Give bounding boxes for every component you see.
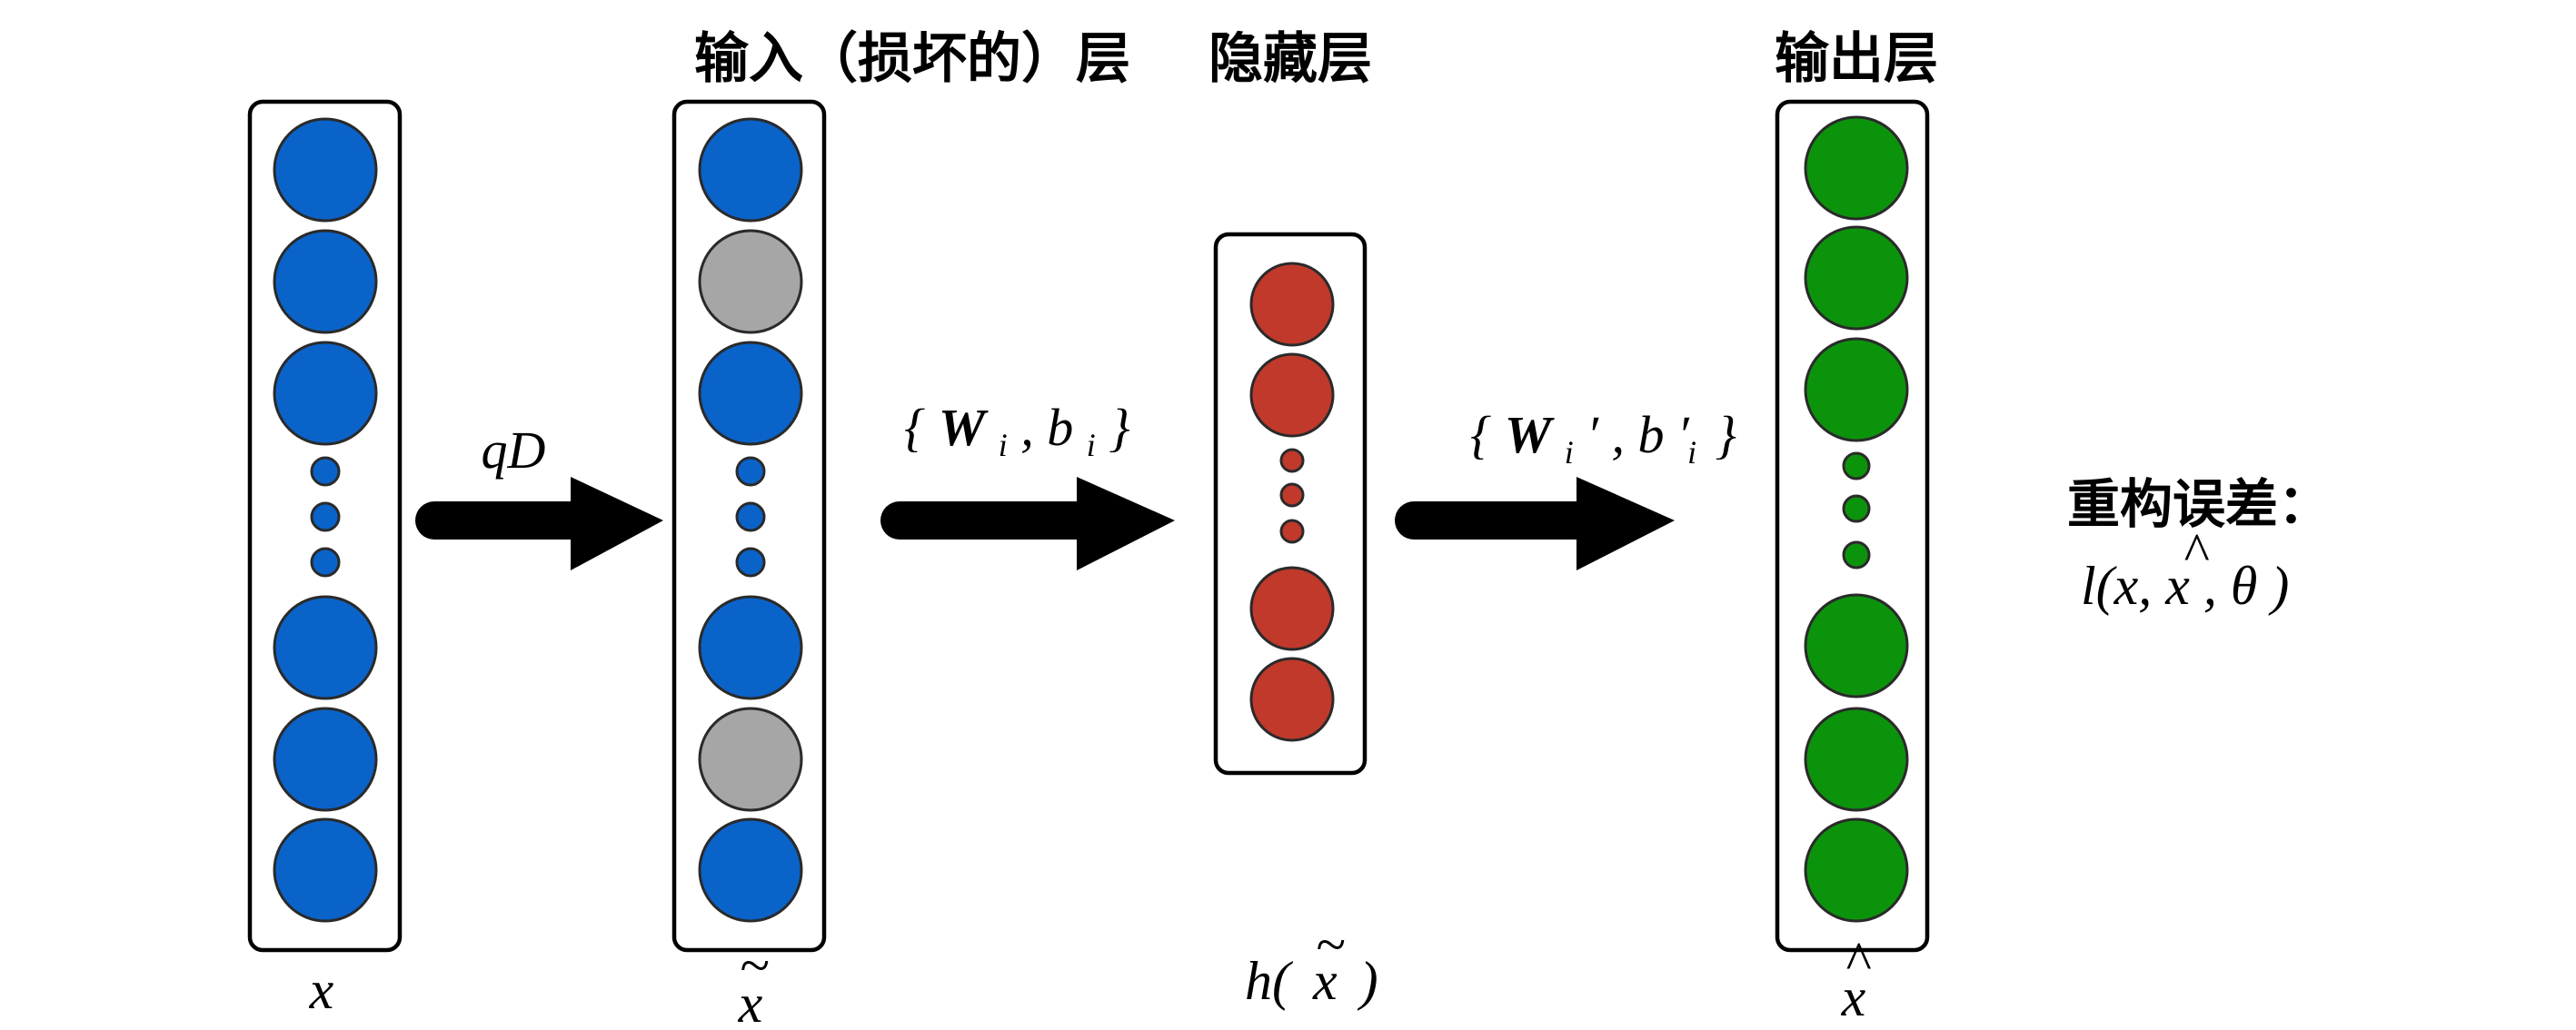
formula-suffix: , θ ) xyxy=(2203,556,2289,616)
output-ellipsis-dot xyxy=(1842,540,1871,569)
output-layer-label: x xyxy=(1841,967,1866,1027)
decoder-label-weight-subscript: i xyxy=(1565,434,1574,470)
hidden-red-node xyxy=(1249,262,1335,347)
input-ellipsis-dot xyxy=(310,501,341,532)
corrupted-input-blue-node xyxy=(698,117,803,223)
decoder-label-bias-subscript: i xyxy=(1687,434,1696,470)
input-ellipsis-dot xyxy=(310,456,341,487)
hidden-ellipsis-dot xyxy=(1279,519,1305,544)
decoder-arrow xyxy=(1395,477,1675,570)
input-ellipsis-dot xyxy=(310,547,341,578)
encoder-label-weight: W xyxy=(939,398,989,457)
corrupted-input-blue-node xyxy=(698,341,803,446)
corruption-arrow-label: qD xyxy=(482,421,546,480)
hidden-layer-nodes xyxy=(1249,262,1335,742)
input-layer-label: x xyxy=(309,960,334,1020)
decoder-arrow-label: { W i ′ , b ′ i } xyxy=(1470,405,1736,475)
corrupted-input-gray-node xyxy=(698,229,803,334)
input-blue-node xyxy=(273,707,378,812)
decoder-label-weight: W xyxy=(1505,405,1555,464)
hidden-ellipsis-dot xyxy=(1279,448,1305,473)
input-blue-node xyxy=(273,595,378,700)
decoder-label-weight-prime: ′ xyxy=(1586,405,1599,464)
hidden-label-prefix: h( xyxy=(1245,951,1294,1011)
formula-hat: ^ xyxy=(2183,522,2209,582)
corruption-label-text: qD xyxy=(482,421,546,480)
decoder-label-bias: b xyxy=(1637,405,1664,464)
formula-var: x xyxy=(2164,556,2190,616)
corrupted-input-blue-node xyxy=(698,817,803,923)
output-layer-nodes xyxy=(1804,115,1909,923)
hidden-label-tilde: ~ xyxy=(1316,915,1345,975)
output-ellipsis-dot xyxy=(1842,494,1871,523)
corrupted-input-layer-nodes xyxy=(698,117,803,923)
input-blue-node xyxy=(273,229,378,334)
encoder-label-bias: b xyxy=(1047,398,1073,457)
encoder-label-brace-close: } xyxy=(1109,398,1129,457)
input-layer-nodes xyxy=(273,117,378,923)
corrupted-input-ellipsis-dot xyxy=(735,456,766,487)
hidden-red-node xyxy=(1249,657,1335,742)
encoder-label-bias-subscript: i xyxy=(1087,427,1096,463)
encoder-label-brace-open: { xyxy=(904,398,925,457)
output-green-node xyxy=(1804,225,1909,331)
hidden-label-suffix: ) xyxy=(1358,951,1378,1011)
hidden-layer-title: 隐藏层 xyxy=(1208,27,1372,91)
encoder-label-weight-subscript: i xyxy=(999,427,1008,463)
corruption-arrow xyxy=(415,477,663,570)
decoder-label-brace-close: } xyxy=(1716,405,1736,464)
output-green-node xyxy=(1804,593,1909,698)
corrupted-input-tilde: ~ xyxy=(740,936,769,995)
hidden-red-node xyxy=(1249,352,1335,438)
hidden-label-var: x xyxy=(1312,951,1338,1011)
corrupted-input-ellipsis-dot xyxy=(735,501,766,532)
hidden-layer-label: h( x ) xyxy=(1245,951,1378,1011)
output-green-node xyxy=(1804,817,1909,923)
output-layer-title: 输出层 xyxy=(1775,27,1938,91)
encoder-arrow-label: { W i , b i } xyxy=(904,398,1130,468)
reconstruction-error-title: 重构误差： xyxy=(2067,473,2331,535)
output-green-node xyxy=(1804,707,1909,812)
input-blue-node xyxy=(273,341,378,446)
input-blue-node xyxy=(273,117,378,223)
encoder-label-comma: , xyxy=(1020,398,1047,457)
decoder-label-comma: , xyxy=(1611,405,1637,464)
output-label-hat: ^ xyxy=(1845,931,1871,991)
output-green-node xyxy=(1804,115,1909,221)
output-green-node xyxy=(1804,337,1909,442)
decoder-label-bias-prime: ′ xyxy=(1677,405,1690,464)
input-blue-node xyxy=(273,817,378,923)
corrupted-input-layer-title: 输入（损坏的）层 xyxy=(694,27,1130,91)
hidden-ellipsis-dot xyxy=(1279,482,1305,508)
corrupted-input-layer-label: x xyxy=(738,974,763,1030)
encoder-arrow xyxy=(880,477,1175,570)
reconstruction-error-formula: l(x, x , θ ) xyxy=(2081,556,2289,616)
corrupted-input-gray-node xyxy=(698,707,803,812)
output-ellipsis-dot xyxy=(1842,451,1871,480)
corrupted-input-blue-node xyxy=(698,595,803,700)
decoder-label-brace-open: { xyxy=(1470,405,1491,464)
corrupted-input-ellipsis-dot xyxy=(735,547,766,578)
formula-prefix: l(x, xyxy=(2081,556,2165,616)
hidden-red-node xyxy=(1249,566,1335,651)
